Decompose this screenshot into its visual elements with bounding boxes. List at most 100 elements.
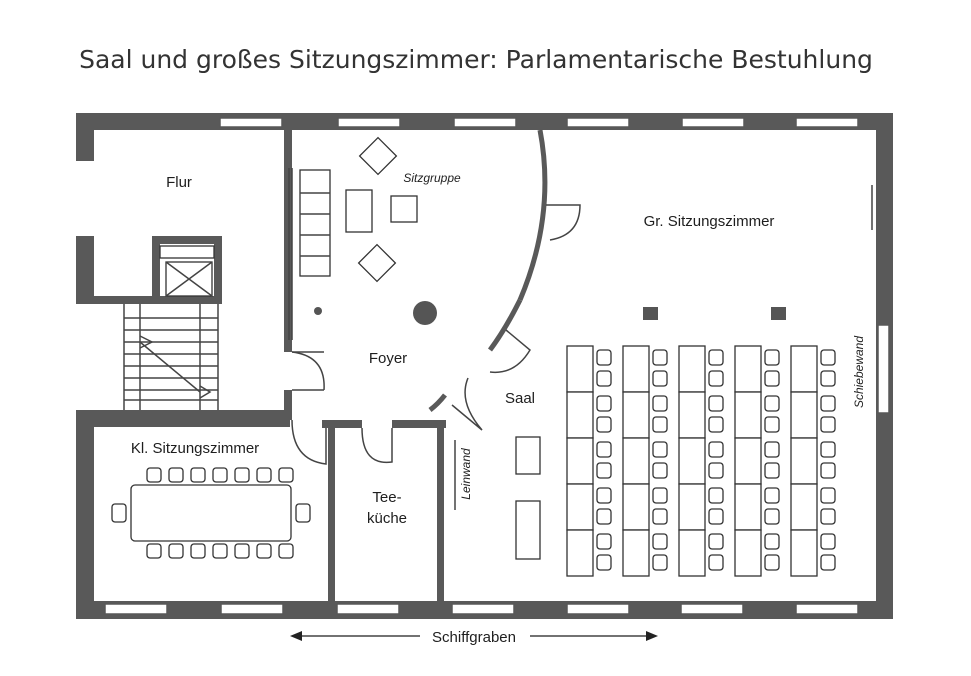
seat-table: [734, 529, 762, 577]
seat-chair: [708, 554, 724, 571]
seat-chair: [652, 487, 668, 504]
seat-table: [790, 391, 818, 439]
schiffgraben-arrow: [290, 631, 658, 641]
saal-table-2: [515, 500, 541, 560]
seat-chair: [708, 395, 724, 412]
label-foyer: Foyer: [369, 350, 407, 367]
seat-chair: [596, 462, 612, 479]
conference-chair: [256, 467, 272, 483]
seat-table: [622, 483, 650, 531]
seat-chair: [652, 349, 668, 366]
seat-table: [790, 437, 818, 485]
seat-chair: [820, 462, 836, 479]
seat-chair: [652, 533, 668, 550]
seat-chair: [764, 554, 780, 571]
conference-chair: [212, 467, 228, 483]
conference-chair: [146, 543, 162, 559]
seat-chair: [596, 487, 612, 504]
seat-table: [566, 437, 594, 485]
seat-chair: [764, 349, 780, 366]
seat-table: [790, 529, 818, 577]
seat-chair: [596, 349, 612, 366]
seat-table: [678, 483, 706, 531]
conference-chair: [190, 543, 206, 559]
seat-table: [678, 529, 706, 577]
seat-chair: [652, 395, 668, 412]
seat-table: [734, 437, 762, 485]
label-teekueche-2: küche: [367, 510, 407, 527]
seat-chair: [820, 487, 836, 504]
seat-chair: [764, 370, 780, 387]
label-teekueche-1: Tee-: [372, 489, 401, 506]
seat-chair: [652, 441, 668, 458]
conference-chair: [278, 543, 294, 559]
conference-chair: [146, 467, 162, 483]
foyer-walls: [284, 130, 325, 420]
foyer-column-large: [413, 301, 437, 325]
seat-chair: [708, 487, 724, 504]
seat-chair: [820, 395, 836, 412]
seat-table: [678, 345, 706, 393]
seat-chair: [596, 370, 612, 387]
label-gr-sitzungszimmer: Gr. Sitzungszimmer: [644, 213, 775, 230]
conference-chair: [168, 543, 184, 559]
label-kl-sitzungszimmer: Kl. Sitzungszimmer: [131, 440, 259, 457]
seat-chair: [764, 487, 780, 504]
seat-chair: [652, 554, 668, 571]
plan-title: Saal und großes Sitzungszimmer: Parlamen…: [79, 45, 873, 74]
conference-chair: [111, 503, 127, 523]
window-right: [877, 324, 890, 414]
seat-table: [566, 483, 594, 531]
stair-area: [94, 236, 290, 427]
seat-table: [566, 391, 594, 439]
conference-chair: [190, 467, 206, 483]
seat-table: [734, 483, 762, 531]
conference-chair: [234, 543, 250, 559]
seat-table: [790, 345, 818, 393]
windows-bottom: [104, 603, 859, 615]
foyer-furniture: [299, 136, 437, 325]
seat-table: [790, 483, 818, 531]
staircase: [123, 304, 219, 410]
seat-chair: [820, 441, 836, 458]
label-schiebewand: Schiebewand: [852, 336, 866, 408]
conference-chair: [295, 503, 311, 523]
seat-table: [734, 345, 762, 393]
conference-chair: [278, 467, 294, 483]
seat-chair: [708, 370, 724, 387]
seat-table: [566, 345, 594, 393]
seat-table: [622, 437, 650, 485]
seat-chair: [596, 416, 612, 433]
label-sitzgruppe: Sitzgruppe: [403, 171, 461, 185]
seat-chair: [652, 370, 668, 387]
seat-chair: [652, 508, 668, 525]
seat-chair: [820, 416, 836, 433]
seat-chair: [708, 441, 724, 458]
seat-chair: [596, 441, 612, 458]
lower-walls: [291, 419, 446, 601]
seat-table: [734, 391, 762, 439]
seat-chair: [596, 395, 612, 412]
conference-chair: [234, 467, 250, 483]
label-schiffgraben: Schiffgraben: [432, 629, 516, 646]
seat-chair: [820, 349, 836, 366]
seat-chair: [764, 416, 780, 433]
curved-wall: [428, 129, 581, 431]
windows-top: [219, 117, 859, 128]
seat-chair: [708, 416, 724, 433]
label-flur: Flur: [166, 174, 192, 191]
seat-chair: [764, 441, 780, 458]
column-2: [771, 307, 786, 320]
seat-chair: [820, 370, 836, 387]
parliamentary-seating: [566, 345, 836, 577]
seat-table: [622, 391, 650, 439]
seat-table: [622, 345, 650, 393]
seat-table: [566, 529, 594, 577]
foyer-column-small: [314, 307, 322, 315]
label-saal: Saal: [505, 390, 535, 407]
column-1: [643, 307, 658, 320]
seat-table: [678, 391, 706, 439]
seat-chair: [820, 533, 836, 550]
seat-chair: [764, 395, 780, 412]
